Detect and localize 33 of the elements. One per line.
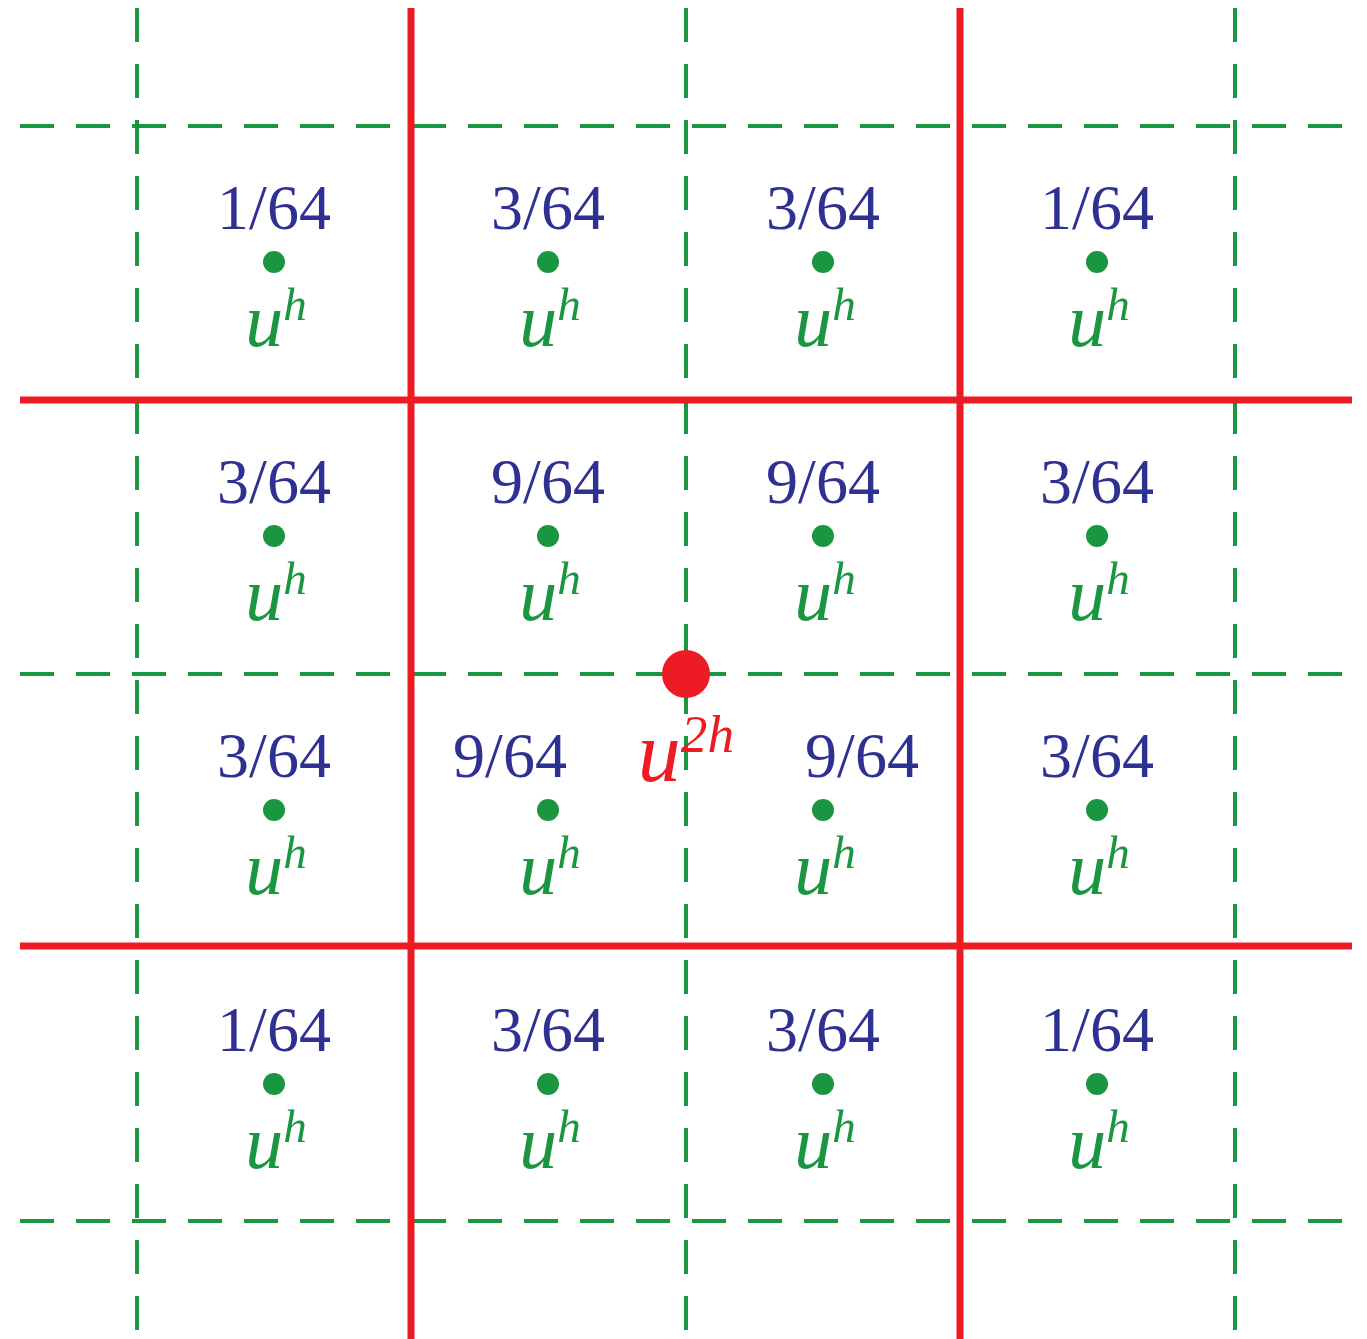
fine-grid-value-label: u$^{h}$ (245, 830, 307, 906)
weight-label: 1/64 (1040, 998, 1154, 1062)
fine-grid-value-label: u$^{h}$ (794, 282, 856, 358)
weight-label: 3/64 (491, 998, 605, 1062)
weight-label: 3/64 (766, 998, 880, 1062)
fine-grid-value-label: u$^{h}$ (245, 1104, 307, 1180)
weight-label: 9/64 (491, 450, 605, 514)
fine-grid-value-label: u$^{h}$ (1068, 556, 1130, 632)
fine-grid-value-label: u$^{h}$ (1068, 830, 1130, 906)
weight-label: 3/64 (1040, 450, 1154, 514)
weight-label: 9/64 (453, 724, 567, 788)
weight-label: 3/64 (766, 176, 880, 240)
fine-grid-value-label: u$^{h}$ (519, 1104, 581, 1180)
weight-label: 1/64 (1040, 176, 1154, 240)
weight-label: 3/64 (491, 176, 605, 240)
weight-label: 1/64 (217, 176, 331, 240)
fine-grid-value-label: u$^{h}$ (519, 830, 581, 906)
coarse-grid-value-label: u$^{2h}$ (637, 709, 735, 795)
weight-label: 3/64 (1040, 724, 1154, 788)
fine-grid-value-label: u$^{h}$ (245, 556, 307, 632)
weight-label: 9/64 (766, 450, 880, 514)
fine-grid-value-label: u$^{h}$ (1068, 1104, 1130, 1180)
weight-label: 3/64 (217, 450, 331, 514)
weight-label: 1/64 (217, 998, 331, 1062)
fine-grid-value-label: u$^{h}$ (519, 282, 581, 358)
fine-grid-value-label: u$^{h}$ (794, 830, 856, 906)
fine-grid-value-label: u$^{h}$ (245, 282, 307, 358)
weight-label: 3/64 (217, 724, 331, 788)
fine-grid-value-label: u$^{h}$ (794, 1104, 856, 1180)
fine-grid-value-label: u$^{h}$ (794, 556, 856, 632)
fine-grid-value-label: u$^{h}$ (1068, 282, 1130, 358)
fine-grid-value-label: u$^{h}$ (519, 556, 581, 632)
weight-label: 9/64 (805, 724, 919, 788)
